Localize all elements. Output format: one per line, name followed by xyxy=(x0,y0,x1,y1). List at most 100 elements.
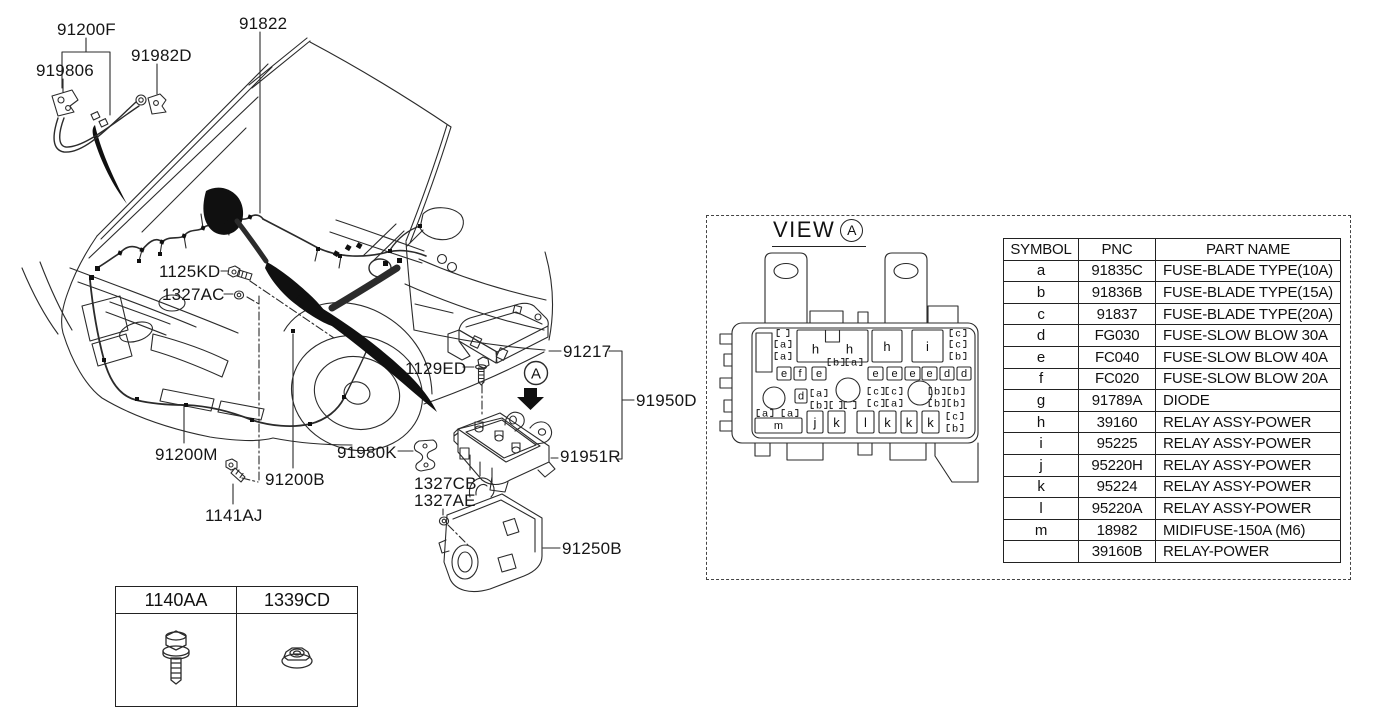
fuse-letter: c xyxy=(891,386,896,398)
view-a-letter: A xyxy=(531,366,541,383)
part-name-cell: RELAY ASSY-POWER xyxy=(1155,453,1341,477)
cell-letter: k xyxy=(906,415,913,430)
cell-letter: k xyxy=(884,415,891,430)
relay-cell-e xyxy=(886,366,903,381)
symbol-cell: g xyxy=(1003,389,1079,412)
fuse-bracket-icon xyxy=(947,399,965,407)
fusebox-slot xyxy=(755,332,773,373)
part-name-cell: MIDIFUSE-150A (M6) xyxy=(1155,518,1341,542)
fuse-letter: a xyxy=(851,357,857,369)
part-name-cell: FUSE-BLADE TYPE(10A) xyxy=(1155,259,1341,283)
relay-cell-f xyxy=(793,366,807,381)
part-label-91982D: 91982D xyxy=(131,46,192,65)
pnc-cell: 95220A xyxy=(1078,497,1156,520)
fusebox-tray-drawing xyxy=(438,477,543,593)
part-label-919806: 919806 xyxy=(36,61,94,80)
fusebox-body-drawing xyxy=(453,411,556,493)
fuse-letter: b xyxy=(952,423,958,435)
fastener-table-header-row: 1140AA 1339CD xyxy=(115,586,358,614)
cell-letter: e xyxy=(781,368,787,380)
part-label-1327AC: 1327AC xyxy=(162,285,225,304)
cell-letter: i xyxy=(926,339,929,354)
cell-letter: d xyxy=(798,391,804,403)
relay-cell-j xyxy=(806,410,824,434)
cell-letter: e xyxy=(816,368,822,380)
relay-cell-k xyxy=(900,410,918,434)
part-label-1327CB: 1327CB xyxy=(414,474,477,493)
harness-connectors xyxy=(89,214,422,426)
fuse-letter: c xyxy=(873,398,878,410)
symbol-cell: d xyxy=(1003,324,1079,347)
fuse-bracket-icon xyxy=(947,387,965,395)
relay-notch xyxy=(826,330,839,342)
view-panel-border xyxy=(706,215,1351,580)
pnc-cell: 18982 xyxy=(1078,518,1156,542)
cell-letter: d xyxy=(944,368,950,380)
relay-cell-e xyxy=(811,366,827,381)
fuse-bracket-icon xyxy=(845,358,863,366)
pnc-cell: FC020 xyxy=(1078,367,1156,391)
bolt-icon xyxy=(162,629,190,685)
relay-cell-k xyxy=(921,410,940,434)
part-label-91822: 91822 xyxy=(239,14,288,33)
battery-cable-drawing xyxy=(51,89,167,153)
flange-nut-icon xyxy=(281,646,313,669)
fusebox-hole xyxy=(835,377,861,403)
symbol-cell: j xyxy=(1003,453,1079,477)
pnc-cell: 39160B xyxy=(1078,540,1156,563)
nut-1327AE-icon xyxy=(438,516,450,526)
fastener-table-icon-row xyxy=(115,613,358,707)
symbol-cell: i xyxy=(1003,432,1079,455)
part-label-91951R: 91951R xyxy=(560,447,621,466)
fastener-code-1140AA: 1140AA xyxy=(115,586,237,614)
fuse-bracket-icon xyxy=(827,358,845,366)
relay-cell-d xyxy=(939,366,955,381)
cell-letter: l xyxy=(864,415,867,430)
fuse-letter: a xyxy=(762,408,768,420)
relay-cell-i xyxy=(911,329,944,363)
pnc-cell: 91835C xyxy=(1078,259,1156,283)
symbol-cell: h xyxy=(1003,410,1079,434)
part-label-91200M: 91200M xyxy=(155,445,218,464)
cell-letter: e xyxy=(926,368,932,380)
part-name-cell: RELAY ASSY-POWER xyxy=(1155,475,1341,499)
pnc-cell: 39160 xyxy=(1078,410,1156,434)
fuse-letter: c xyxy=(952,411,957,423)
circled-a-icon: A xyxy=(840,218,864,242)
cell-letter: h xyxy=(846,342,853,357)
fuse-bracket-icon xyxy=(810,389,828,397)
fuse-bracket-icon xyxy=(867,387,885,395)
bolt-cell xyxy=(115,613,237,707)
fusebox-hole xyxy=(762,386,786,410)
fuse-bracket-icon xyxy=(949,329,967,337)
part-label-1141AJ: 1141AJ xyxy=(205,506,263,525)
symbol-cell: m xyxy=(1003,518,1079,542)
fusebox-cover-drawing xyxy=(447,302,549,364)
fuse-bracket-icon xyxy=(949,340,967,348)
pnc-cell: FC040 xyxy=(1078,345,1156,369)
fuse-letter: b xyxy=(816,400,822,412)
fuse-letter: b xyxy=(934,386,940,398)
cell-letter: e xyxy=(891,368,897,380)
part-name-column-header: PART NAME xyxy=(1155,238,1341,261)
part-label-91200B: 91200B xyxy=(265,470,325,489)
fuse-letter: a xyxy=(891,398,897,410)
nut-1327AC-icon xyxy=(233,290,245,300)
symbol-cell: a xyxy=(1003,259,1079,283)
pnc-cell: 91789A xyxy=(1078,389,1156,412)
part-name-cell: FUSE-SLOW BLOW 40A xyxy=(1155,345,1341,369)
cell-letter: k xyxy=(833,415,840,430)
relay-cell-m xyxy=(754,417,803,434)
cell-letter: f xyxy=(798,368,802,380)
relay-cell-d xyxy=(956,366,972,381)
fuse-letter: a xyxy=(816,388,822,400)
